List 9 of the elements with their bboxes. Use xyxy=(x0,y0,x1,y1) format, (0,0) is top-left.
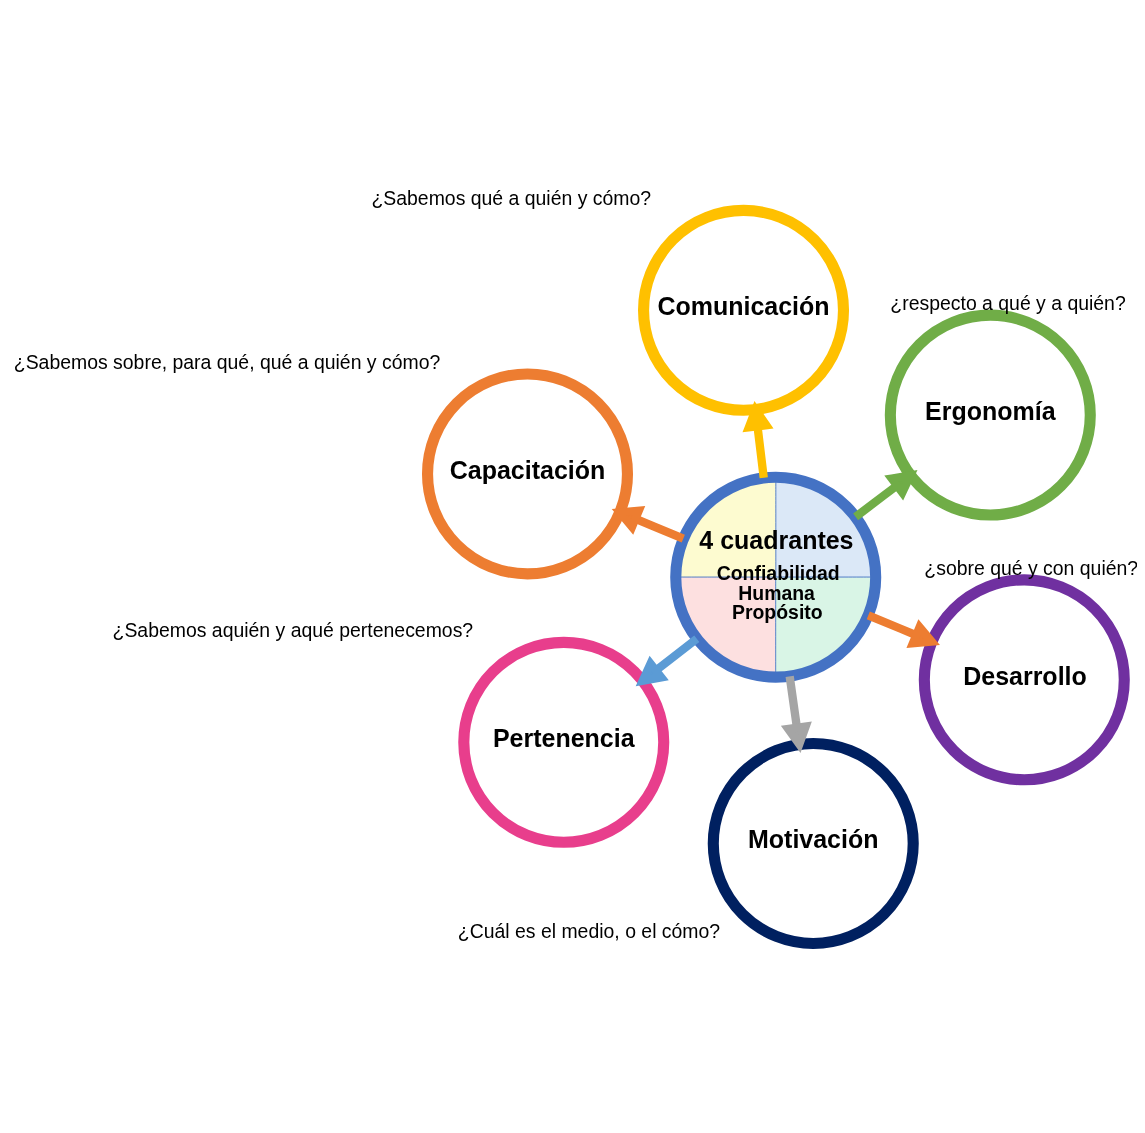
arrow xyxy=(780,675,812,754)
node-circle: 4 cuadrantes Confiabilidad Humana Propósito xyxy=(670,471,882,683)
arrow xyxy=(635,635,700,687)
arrow xyxy=(866,611,940,649)
node-circle: Capacitación xyxy=(422,368,634,580)
arrow xyxy=(853,470,918,521)
node-circle: Comunicación xyxy=(638,204,850,416)
arrow xyxy=(611,505,685,543)
arrow xyxy=(742,400,774,479)
